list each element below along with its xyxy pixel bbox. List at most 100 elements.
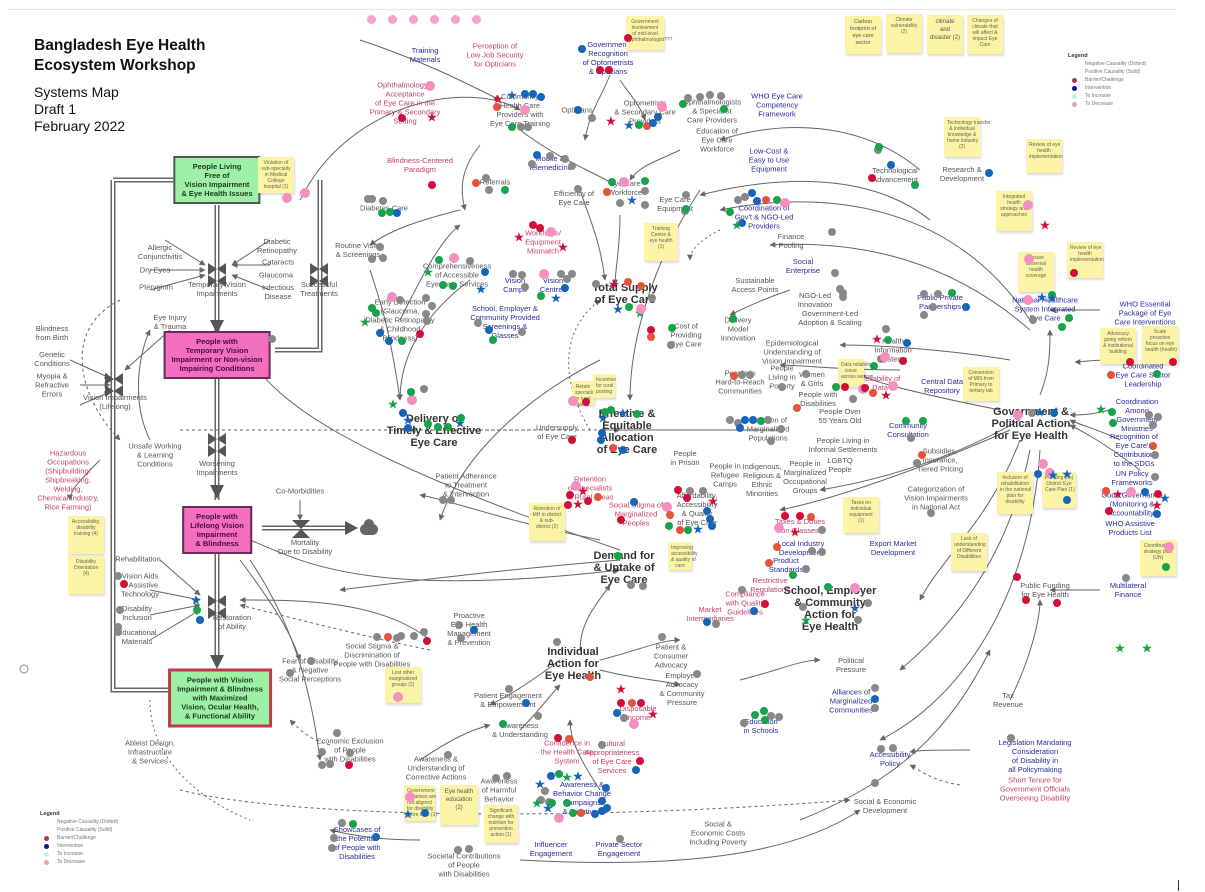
node-hazardous[interactable]: Hazardous Occupations (Shipbuilding/ Shi… — [37, 448, 99, 512]
node-research[interactable]: Research & Development — [939, 165, 985, 183]
node-who-competency[interactable]: WHO Eye Care Competency Framework — [751, 91, 803, 119]
node-coordination-ministries[interactable]: Coordination Among Government Ministries — [1115, 397, 1159, 433]
sticky-note[interactable]: Changes of climate that will affect & im… — [967, 15, 1003, 54]
node-comorbidities[interactable]: Co-Morbidities — [275, 486, 325, 496]
sticky-note[interactable]: Climate vulnerability (2) — [886, 14, 922, 53]
node-prison[interactable]: People in Prison — [670, 449, 700, 467]
node-coordination-ngo[interactable]: Coordination of Gov't & NGO-Led Provider… — [734, 203, 794, 231]
node-school-screenings[interactable]: School, Employer & Community Provided Sc… — [470, 304, 540, 340]
sticky-note[interactable]: Eye health education (2) — [440, 785, 478, 825]
node-efficiency[interactable]: Efficiency of Eye Care — [553, 189, 595, 207]
flow-worsening[interactable]: Worsening Impairments — [196, 459, 238, 477]
sticky-note[interactable]: Lost other marginalized groups (2) — [385, 667, 421, 703]
node-social-enterprise[interactable]: Social Enterprise — [785, 257, 821, 275]
node-low-cost-equipment[interactable]: Low-Cost & Easy to Use Equipment — [748, 146, 790, 174]
stock-lifelong-impairment[interactable]: People with Lifelong Vision Impairment &… — [182, 506, 252, 554]
node-workforce-mismatch[interactable]: Workforce/ Equipment Mismatch — [524, 228, 562, 256]
sticky-note[interactable]: Taxes on individual equipment (1) — [843, 497, 879, 533]
sticky-note[interactable]: Carbon footprint of eye care sector — [845, 16, 881, 54]
node-vision-camps[interactable]: Vision Camps — [503, 276, 527, 294]
node-central-data[interactable]: Central Data Repository — [920, 377, 964, 395]
flow-vision-lifelong[interactable]: Vision Impairments (Lifelong) — [83, 393, 147, 411]
node-tech-advancement[interactable]: Technological Advancement — [872, 166, 918, 184]
node-diabetes-care[interactable]: Diabetes Care — [360, 203, 408, 213]
node-gov-action[interactable]: Government & Political Action for Eye He… — [991, 406, 1071, 442]
node-eye-care-workforce[interactable]: Eye Care Workforce — [607, 179, 643, 197]
node-taxes[interactable]: Taxes & Duties on Glasses — [774, 517, 826, 535]
sticky-note[interactable]: Disability Orientation (4) — [68, 556, 104, 594]
node-export-market[interactable]: Export Market Development — [869, 539, 917, 557]
node-educational-materials[interactable]: Educational Materials — [117, 628, 157, 646]
node-ophth-acceptance[interactable]: Ophthalmology's Acceptance of Eye Care i… — [369, 80, 441, 126]
node-cultural[interactable]: Cultural Appropriateness of Eye Care Ser… — [584, 739, 640, 775]
node-lgbtq[interactable]: LGBTQ People — [827, 456, 853, 474]
node-behavior-campaigns[interactable]: Awareness & Behavior Change Campaigns & … — [553, 780, 611, 816]
node-vision-centres[interactable]: Vision Centres — [539, 276, 567, 294]
node-demand[interactable]: Demand for & Uptake of Eye Care — [593, 550, 655, 586]
node-economic-exclusion[interactable]: Economic Exclusion of People with Disabi… — [316, 736, 384, 764]
node-individual-action[interactable]: Individual Action for Eye Health — [544, 646, 602, 682]
node-confidence[interactable]: Confidence in the Health Care System — [540, 738, 594, 766]
node-local-industry[interactable]: Local Industry Development — [777, 539, 825, 557]
node-influencer[interactable]: Influencer Engagement — [529, 840, 573, 858]
node-education-workforce[interactable]: Education of Eye Care Workforce — [696, 126, 738, 154]
sticky-note[interactable]: Technology transfer & individual knowled… — [944, 117, 991, 157]
node-cost-providing[interactable]: Cost of Providing Eye Care — [670, 321, 702, 349]
sticky-note[interactable]: Improving accessibility & quality of car… — [668, 542, 698, 570]
node-gov-adoption[interactable]: Government-Led Adoption & Scaling — [798, 309, 862, 327]
node-occupational[interactable]: People in Marginalized Occupational Grou… — [783, 459, 827, 495]
sticky-note[interactable]: Data reliability issue across sectors — [838, 359, 873, 387]
node-diabetic-retinopathy[interactable]: Diabetic Retinopathy — [256, 237, 298, 255]
sticky-note[interactable]: Scale proactive focus on eye health (hea… — [1142, 326, 1178, 364]
node-finance-pooling[interactable]: Finance Pooling — [777, 232, 805, 250]
node-alliances[interactable]: Alliances of Marginalized Communities — [829, 687, 873, 715]
node-ngo-innovation[interactable]: NGO-Led Innovation — [797, 291, 833, 309]
stock-temporary-impairment[interactable]: People with Temporary Vision Impairment … — [163, 331, 271, 379]
sticky-note[interactable]: Review of eye health implementation — [1067, 242, 1104, 278]
sticky-note[interactable]: Violation of sub-specialty in Medical Co… — [258, 157, 294, 193]
node-optometrists[interactable]: Optometrists & Secondary Care Providers — [614, 98, 676, 126]
node-blindness-birth[interactable]: Blindness from Birth — [35, 324, 69, 342]
flow-temporary-vi[interactable]: Temporary Vision Impairments — [188, 280, 246, 298]
sticky-note[interactable]: Conversion of MIS from Primary to tertia… — [963, 367, 999, 401]
node-awareness-corrective[interactable]: Awareness & Understanding of Corrective … — [405, 754, 467, 782]
node-genetic[interactable]: Genetic Conditions — [34, 350, 70, 368]
sticky-note[interactable]: Lack of understanding of Different Disab… — [951, 533, 987, 571]
sticky-note[interactable]: Incentive for rural posting — [593, 374, 616, 398]
node-societal-contrib[interactable]: Societal Contributions of People with Di… — [427, 851, 501, 879]
node-refugee[interactable]: People in Refugee Camps — [709, 461, 741, 489]
node-ophthalmologists[interactable]: Ophthalmologists & Specialist Care Provi… — [683, 97, 741, 125]
node-indigenous[interactable]: Indigenous, Religious & Ethnic Minoritie… — [742, 462, 782, 498]
node-routine-visits[interactable]: Routine Visits & Screenings — [335, 241, 381, 259]
sticky-note[interactable]: Review of eye health implementation — [1026, 139, 1063, 173]
node-employee-advocacy[interactable]: Employee Advocacy & Community Pressure — [659, 671, 705, 707]
node-public-private[interactable]: Public Private Partnerships — [917, 293, 963, 311]
node-pterygium[interactable]: Pterygium — [139, 282, 173, 292]
node-accessibility-policy[interactable]: Accessibility Policy — [869, 750, 911, 768]
sticky-note[interactable]: climate and disaster (2) — [927, 15, 963, 54]
node-unsafe-conditions[interactable]: Unsafe Working & Learning Conditions — [128, 441, 182, 469]
node-eye-care-equipment[interactable]: Eye Care Equipment — [657, 195, 693, 213]
node-patient-advocacy[interactable]: Patient & Consumer Advocacy — [653, 642, 689, 670]
node-social-econ-dev[interactable]: Social & Economic Development — [853, 797, 917, 815]
node-who-assistive[interactable]: WHO Assistive Products List — [1105, 519, 1155, 537]
node-product-standards[interactable]: Product Standards — [768, 556, 804, 574]
node-patient-engagement[interactable]: Patient Engagement & Empowerment — [474, 691, 542, 709]
node-short-tenure[interactable]: Short Tenure for Government Officials Ov… — [999, 775, 1071, 803]
node-glaucoma[interactable]: Glaucoma — [258, 270, 294, 280]
node-political-pressure[interactable]: Political Pressure — [835, 656, 867, 674]
node-referrals[interactable]: Referrals — [479, 177, 511, 187]
node-income[interactable]: Disposable Income — [619, 704, 657, 722]
node-fear-disability[interactable]: Fear of Disability & Negative Social Per… — [278, 656, 342, 684]
node-eye-injury[interactable]: Eye Injury & Trauma — [153, 313, 187, 331]
node-perception-opticians[interactable]: Perception of Low Job Security for Optic… — [466, 41, 524, 69]
node-delivery-model[interactable]: Delivery Model Innovation — [720, 315, 756, 343]
node-awareness[interactable]: Awareness & Understanding — [492, 721, 548, 739]
node-rehabilitation[interactable]: Rehabilitation — [115, 554, 161, 564]
node-proactive[interactable]: Proactive Eye Health Management & Preven… — [447, 611, 491, 647]
node-infectious[interactable]: Infectious Disease — [261, 283, 295, 301]
node-blindness-paradigm[interactable]: Blindness-Centered Paradigm — [387, 156, 453, 174]
sticky-note[interactable]: Training Centre & eye health (1) — [644, 223, 678, 261]
stock-people-free[interactable]: People Living Free of Vision Impairment … — [173, 156, 261, 204]
sticky-note[interactable]: Advocacy going reform & institutional bu… — [1100, 328, 1136, 364]
